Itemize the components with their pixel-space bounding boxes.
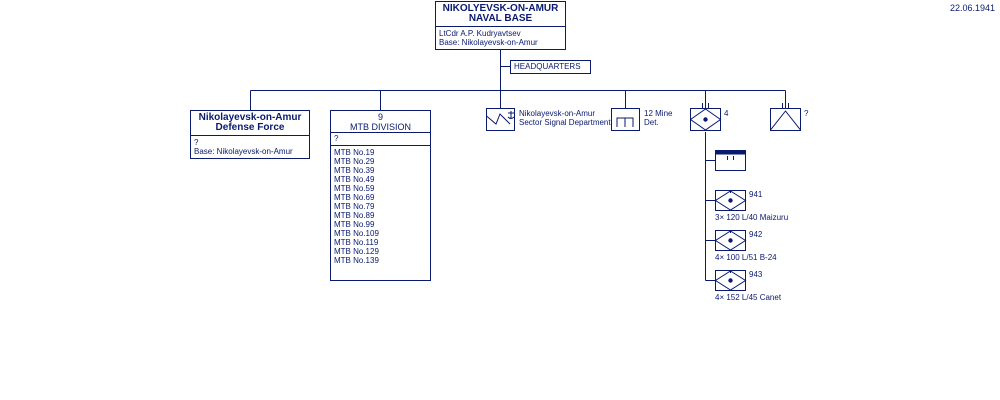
list-item: MTB No.129 (334, 247, 379, 256)
defense-force-title-line1: Nikolayevsk-on-Amur (198, 112, 302, 123)
list-item: MTB No.59 (334, 184, 375, 193)
naval-base-location: Base: Nikolayevsk-on-Amur (439, 38, 538, 47)
date-label: 22.06.1941 (950, 3, 996, 13)
headquarters-box: HEADQUARTERS (510, 60, 591, 74)
battery-943-number: 943 (749, 270, 763, 279)
hq-flag-icon (715, 150, 746, 171)
mtb-division-box: 9 MTB DIVISION ? MTB No.19 MTB No.29 MTB… (330, 110, 431, 281)
battery-943-guns: 4× 152 L/45 Canet (715, 293, 782, 302)
anti-aircraft-icon (770, 103, 801, 131)
list-item: MTB No.89 (334, 211, 375, 220)
coastal-artillery-icon (715, 230, 747, 251)
list-item: MTB No.49 (334, 175, 375, 184)
list-item: MTB No.29 (334, 157, 375, 166)
signal-dept-line1: Nikolayevsk-on-Amur (519, 109, 596, 118)
list-item: MTB No.109 (334, 229, 379, 238)
list-item: MTB No.79 (334, 202, 375, 211)
aa-unit-label: ? (804, 109, 809, 118)
list-item: MTB No.99 (334, 220, 375, 229)
defense-force-title: Nikolayevsk-on-Amur Defense Force (191, 111, 309, 136)
battery-942-guns: 4× 100 L/51 B-24 (715, 253, 777, 262)
coastal-artillery-icon (715, 190, 747, 211)
battery-941-guns: 3× 120 L/40 Maizuru (715, 213, 789, 222)
signal-dept-label: Nikolayevsk-on-Amur Sector Signal Depart… (519, 109, 611, 127)
battery-941-number: 941 (749, 190, 763, 199)
coastal-artillery-icon (690, 103, 722, 131)
naval-base-title: NIKOLYEVSK-ON-AMUR NAVAL BASE (436, 2, 565, 27)
headquarters-label: HEADQUARTERS (514, 62, 581, 71)
list-item: MTB No.39 (334, 166, 375, 175)
list-item: MTB No.19 (334, 148, 375, 157)
naval-base-title-line2: NAVAL BASE (468, 13, 533, 24)
mine-unit-icon (611, 108, 640, 131)
defense-force-box: Nikolayevsk-on-Amur Defense Force ? Base… (190, 110, 310, 159)
mine-det-line2: Det. (644, 118, 659, 127)
coastal-artillery-icon (715, 270, 747, 291)
defense-force-location: Base: Nikolayevsk-on-Amur (194, 147, 293, 156)
mtb-division-title: MTB DIVISION (349, 122, 411, 132)
list-item: MTB No.139 (334, 256, 379, 265)
mtb-boat-list: MTB No.19 MTB No.29 MTB No.39 MTB No.49 … (331, 146, 430, 267)
artillery-group-number: 4 (724, 109, 729, 118)
battery-942-number: 942 (749, 230, 763, 239)
defense-force-title-line2: Defense Force (215, 122, 285, 133)
mine-det-line1: 12 Mine (644, 109, 673, 118)
signal-unit-icon (486, 108, 515, 131)
naval-base-title-line1: NIKOLYEVSK-ON-AMUR (442, 3, 559, 14)
anchor-icon (507, 111, 515, 119)
mine-det-label: 12 Mine Det. (644, 109, 672, 127)
list-item: MTB No.119 (334, 238, 379, 247)
naval-base-box: NIKOLYEVSK-ON-AMUR NAVAL BASE LtCdr A.P.… (435, 1, 566, 50)
defense-force-commander: ? (194, 138, 199, 147)
mtb-division-commander: ? (331, 133, 430, 146)
list-item: MTB No.69 (334, 193, 375, 202)
mtb-division-number: 9 (377, 112, 383, 122)
mtb-division-header: 9 MTB DIVISION (331, 111, 430, 133)
signal-dept-line2: Sector Signal Department (519, 118, 611, 127)
naval-base-commander: LtCdr A.P. Kudryavtsev (439, 29, 521, 38)
